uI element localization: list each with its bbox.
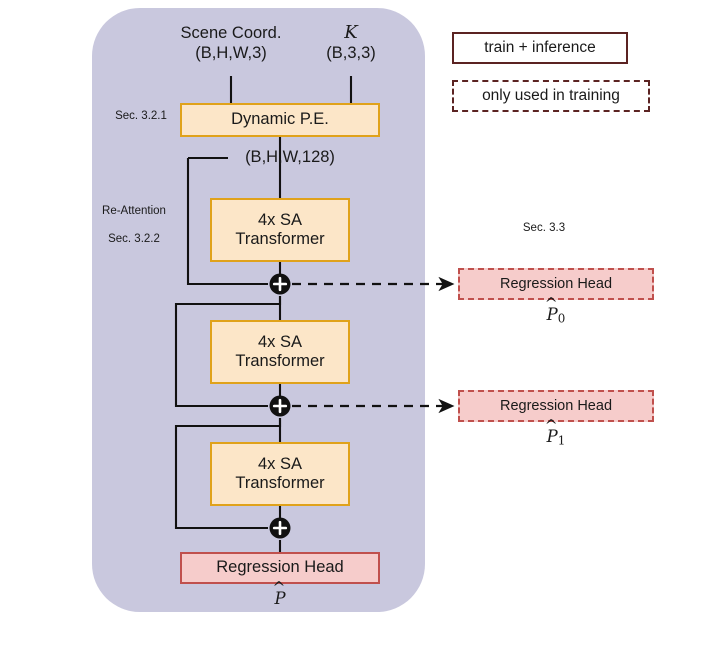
legend-only-training-label: only used in training (482, 87, 620, 105)
add-nodes-group (269, 273, 291, 539)
block-transformer-2: 4x SA Transformer (210, 320, 350, 384)
intrinsics-name: K (344, 22, 358, 43)
section-label-regression: Sec. 3.3 (522, 222, 566, 234)
scene-coord-label: Scene Coord. (B,H,W,3) (158, 24, 304, 64)
section-label-reattention-sec: Sec. 3.2.2 (108, 233, 160, 245)
head-regression-aux-0-label: Regression Head (499, 275, 613, 292)
output-aux-1-hat: ^ (544, 416, 558, 436)
output-aux-0-hat: ^ (544, 294, 558, 314)
block-transformer-3-line1: 4x SA (257, 454, 303, 473)
block-dynamic-pe-label: Dynamic P.E. (231, 110, 329, 129)
block-transformer-2-line2: Transformer (235, 352, 325, 370)
intrinsics-shape: (B,3,3) (326, 43, 376, 62)
output-aux-1-sub: 1 (557, 433, 566, 448)
block-transformer-1-line2: Transformer (235, 230, 325, 248)
output-aux-0: ^ P 0 (516, 294, 596, 326)
section-label-reattention-name: Re-Attention (102, 205, 166, 217)
legend-train-inference-label: train + inference (484, 39, 596, 57)
block-transformer-1: 4x SA Transformer (210, 198, 350, 262)
section-label-dynamic-pe: Sec. 3.2.1 (115, 110, 167, 122)
output-aux-1: ^ P 1 (516, 416, 596, 448)
output-aux-1-base: P (546, 427, 558, 446)
add-node-2 (269, 395, 291, 417)
feature-shape-label: (B,H,W,128) (245, 148, 335, 166)
scene-coord-name: Scene Coord. (180, 24, 282, 42)
block-dynamic-pe: Dynamic P.E. (180, 103, 380, 137)
intrinsics-label: K (B,3,3) (306, 22, 396, 63)
output-aux-0-sub: 0 (557, 311, 566, 326)
head-regression-final: Regression Head (180, 552, 380, 584)
legend-train-inference: train + inference (452, 32, 628, 64)
block-transformer-1-line1: 4x SA (257, 210, 303, 229)
output-final-hat: ^ (272, 578, 286, 598)
edge-residual-bus-1 (186, 158, 268, 286)
output-final-base: P (274, 589, 286, 608)
output-aux-0-base: P (546, 305, 558, 324)
head-regression-aux-0: Regression Head (458, 268, 654, 300)
add-node-1 (269, 273, 291, 295)
block-transformer-2-line1: 4x SA (257, 332, 303, 351)
head-regression-final-label: Regression Head (216, 558, 344, 577)
backdrop-panel (92, 8, 425, 612)
head-regression-aux-1-label: Regression Head (499, 397, 613, 414)
block-transformer-3-line2: Transformer (235, 474, 325, 492)
output-final: ^ P (240, 578, 320, 609)
head-regression-aux-1: Regression Head (458, 390, 654, 422)
block-transformer-3: 4x SA Transformer (210, 442, 350, 506)
legend-only-training: only used in training (452, 80, 650, 112)
add-node-3 (269, 517, 291, 539)
scene-coord-shape: (B,H,W,3) (195, 43, 267, 62)
